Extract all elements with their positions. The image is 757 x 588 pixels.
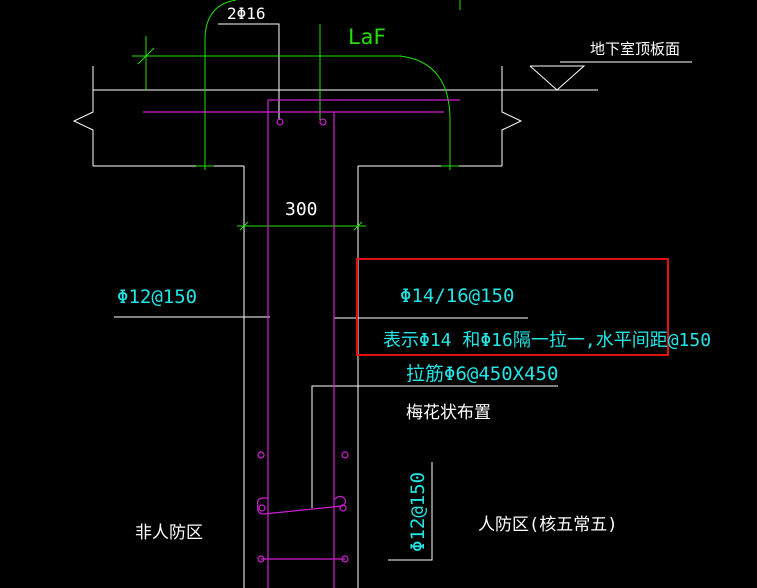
highlight-box xyxy=(356,258,669,356)
rebar-top-label: 2Φ16 xyxy=(227,4,266,23)
zone-right-label: 人防区(核五常五) xyxy=(478,515,617,535)
tie-pattern-label: 梅花状布置 xyxy=(406,403,491,423)
wall-thickness-label: 300 xyxy=(285,199,318,220)
slab-face-label: 地下室顶板面 xyxy=(590,40,680,58)
anchorage-label: LaF xyxy=(348,25,386,49)
zone-left-label: 非人防区 xyxy=(135,523,203,543)
tie-bars-label: 拉筋Φ6@450X450 xyxy=(406,363,558,385)
alternating-note: 表示Φ14 和Φ16隔一拉一,水平间距@150 xyxy=(383,330,711,351)
left-bars-label: Φ12@150 xyxy=(117,286,197,308)
anchorage-lines xyxy=(132,0,461,231)
wall-reinforcement xyxy=(143,99,460,588)
right-bars-label: Φ14/16@150 xyxy=(400,285,514,307)
vertical-bars-label: Φ12@150 xyxy=(407,472,429,552)
